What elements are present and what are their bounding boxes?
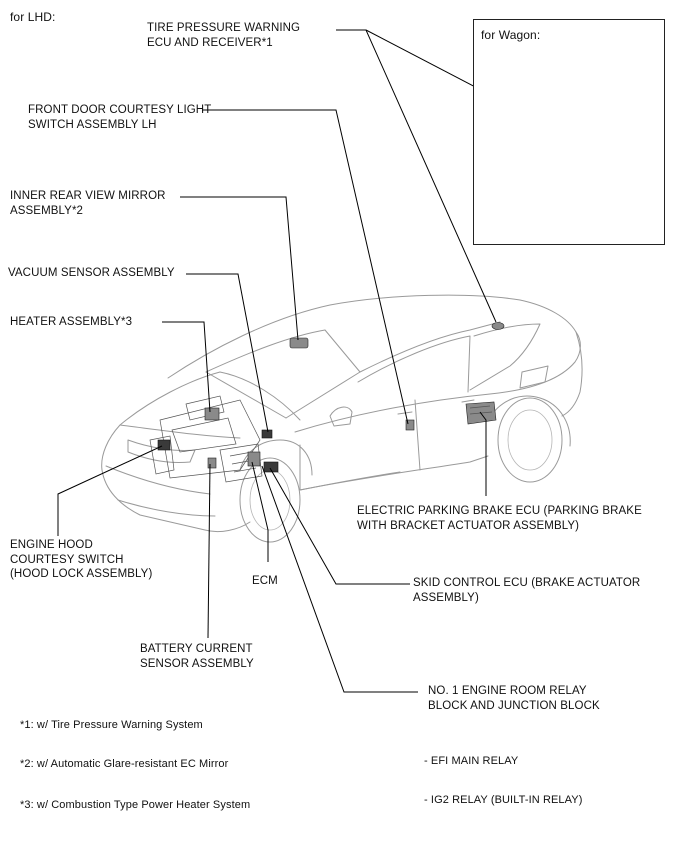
label-ecm: ECM xyxy=(252,575,278,587)
label-engine-hood-courtesy-switch: ENGINE HOOD COURTESY SWITCH (HOOD LOCK A… xyxy=(10,539,153,580)
relay-item-ig2: - IG2 RELAY (BUILT-IN RELAY) xyxy=(424,794,583,806)
footnote-1: *1: w/ Tire Pressure Warning System xyxy=(20,719,203,731)
label-relay-block: NO. 1 ENGINE ROOM RELAY BLOCK AND JUNCTI… xyxy=(428,685,600,712)
engine-bay xyxy=(149,395,279,483)
label-electric-parking-brake-ecu: ELECTRIC PARKING BRAKE ECU (PARKING BRAK… xyxy=(357,505,642,532)
footnote-2: *2: w/ Automatic Glare-resistant EC Mirr… xyxy=(20,758,229,770)
label-skid-control-ecu: SKID CONTROL ECU (BRAKE ACTUATOR ASSEMBL… xyxy=(413,577,641,604)
label-tpms-ecu: TIRE PRESSURE WARNING ECU AND RECEIVER*1 xyxy=(147,22,301,49)
inset-title: for Wagon: xyxy=(481,28,541,42)
footnote-3: *3: w/ Combustion Type Power Heater Syst… xyxy=(20,799,251,811)
wagon-inset-frame xyxy=(473,19,665,245)
component-markers xyxy=(289,337,497,431)
sedan-outline xyxy=(101,294,583,543)
label-front-door-courtesy-switch: FRONT DOOR COURTESY LIGHT SWITCH ASSEMBL… xyxy=(28,104,212,131)
label-inner-mirror: INNER REAR VIEW MIRROR ASSEMBLY*2 xyxy=(10,190,166,217)
label-vacuum-sensor: VACUUM SENSOR ASSEMBLY xyxy=(8,267,175,279)
label-battery-current-sensor: BATTERY CURRENT SENSOR ASSEMBLY xyxy=(140,643,254,670)
variant-heading: for LHD: xyxy=(10,10,56,24)
relay-item-efi-main: - EFI MAIN RELAY xyxy=(424,755,519,767)
label-heater-assembly: HEATER ASSEMBLY*3 xyxy=(10,316,133,328)
